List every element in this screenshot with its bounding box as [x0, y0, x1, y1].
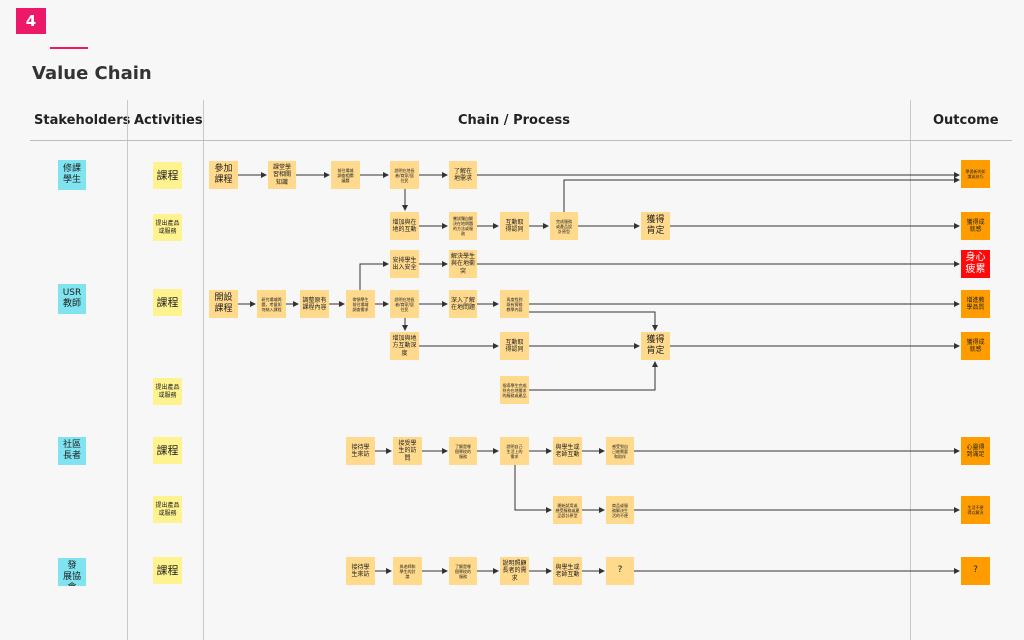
flow-arrow — [563, 177, 960, 212]
activity-course: 課程 — [153, 289, 182, 316]
process-step-recognition: 獲得肯定 — [641, 332, 670, 360]
process-step: 再度找到既有實務教學內容 — [500, 290, 529, 318]
process-step: 接受學生的訪問 — [393, 437, 422, 465]
process-step: 感受到自己被需要和陪伴 — [606, 437, 634, 465]
outcome-inconvenience-solved: 生活不便得以解決 — [961, 496, 990, 524]
outcome-achievement: 獲得成就感 — [961, 212, 990, 240]
process-step: 與學生或老師互動 — [553, 557, 582, 585]
divider-chain-outcome — [910, 100, 911, 640]
process-step: 說明在地長者/商家/居住民 — [390, 161, 419, 189]
process-step: 商品或服務解決生活的不便 — [606, 496, 634, 524]
divider-stakeholders-activities — [127, 100, 128, 640]
process-step: 課堂學習相關知識 — [268, 161, 296, 189]
process-step: 研究場域問題，考量如何納入課程 — [257, 290, 286, 318]
process-step: 了解是哪個學校的服務 — [449, 557, 477, 585]
activity-course: 課程 — [153, 557, 182, 584]
process-step: 與老師和學生的討論 — [393, 557, 422, 585]
page-title: Value Chain — [32, 63, 152, 84]
section-number-badge: 4 — [16, 8, 46, 34]
process-step-recognition: 獲得肯定 — [641, 212, 670, 240]
process-step: 解決學生與在地衝突 — [449, 250, 477, 278]
process-step: 與學生或老師互動 — [553, 437, 582, 465]
activity-product-service: 提出產品或服務 — [153, 378, 182, 405]
process-step: 調整原有課程內容 — [300, 290, 329, 318]
activity-course: 課程 — [153, 162, 182, 189]
title-accent-line — [50, 47, 88, 49]
process-step: 互動取得認同 — [500, 332, 529, 360]
outcome-exhaustion: 身心疲累 — [961, 250, 990, 278]
header-divider — [30, 140, 1012, 141]
process-step: 說明在地長者/商家/居住民 — [390, 290, 419, 318]
stakeholder-student: 修課學生 — [58, 160, 86, 190]
column-header-activities: Activities — [134, 113, 203, 128]
process-step: 接待學生來訪 — [346, 557, 375, 585]
outcome-unknown: ? — [961, 557, 990, 585]
process-step: 增加與地方互動深度 — [390, 332, 419, 360]
process-step: 參加課程 — [209, 161, 238, 189]
column-header-stakeholders: Stakeholders — [34, 113, 131, 128]
process-step: 互動取得認同 — [500, 212, 529, 240]
process-step: 帶領學生前往場域調查需求 — [346, 290, 375, 318]
outcome-new-skills: 學習新的知識或技巧 — [961, 160, 990, 188]
process-step: 前往場域調查相關議題 — [331, 161, 360, 189]
process-step: 深入了解在地問題 — [449, 290, 477, 318]
activity-product-service: 提出產品或服務 — [153, 496, 182, 523]
divider-activities-chain — [203, 100, 204, 640]
flow-arrow — [529, 361, 658, 391]
process-step: 了解在地需求 — [449, 161, 477, 189]
column-header-outcome: Outcome — [933, 113, 999, 128]
process-step: 嘗試獨自解決在地問題的方法或服務 — [449, 212, 477, 240]
process-step: 增加與在地的互動 — [390, 212, 419, 240]
outcome-achievement: 獲得成就感 — [961, 332, 990, 360]
process-step: 開始試用或感受服務或產品設計原型 — [553, 496, 582, 524]
column-header-chain: Chain / Process — [458, 113, 570, 128]
process-step: 說明照顧長者的需求 — [500, 557, 529, 585]
process-step: 完成服務或產品設計原型 — [550, 212, 578, 240]
process-step-unknown: ? — [606, 557, 634, 585]
process-step: 了解是哪個學校的服務 — [449, 437, 477, 465]
process-step: 安排學生出入安全 — [390, 250, 419, 278]
flow-arrow — [514, 465, 552, 513]
process-step: 說明自己生活上的需求 — [500, 437, 529, 465]
flow-arrow — [515, 311, 658, 331]
outcome-teaching-quality: 增進教學品質 — [961, 290, 990, 318]
activity-course: 課程 — [153, 437, 182, 464]
process-step: 指導學生完成符合在地需求的服務或產品 — [500, 376, 529, 404]
process-step: 接待學生來訪 — [346, 437, 375, 465]
outcome-fulfilment: 心靈得到滿足 — [961, 437, 990, 465]
process-step: 開設課程 — [209, 290, 238, 318]
stakeholder-community-association: 社區發展協會 — [58, 558, 86, 586]
stakeholder-elder: 社區長者 — [58, 437, 86, 465]
activity-product-service: 提出產品或服務 — [153, 214, 182, 241]
